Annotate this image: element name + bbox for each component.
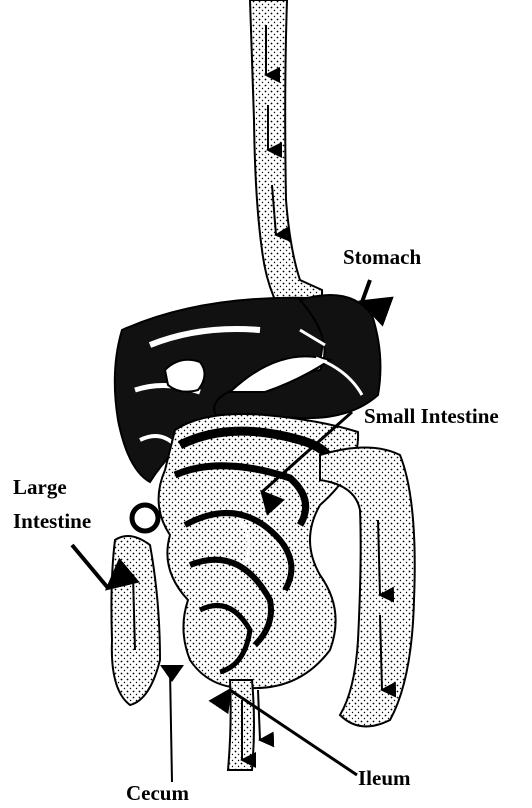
cecum-pointer xyxy=(170,670,172,782)
cecum-pointer-head xyxy=(160,665,184,682)
stomach-pointer xyxy=(362,280,370,302)
label-large-intestine-line2: Intestine xyxy=(13,508,91,534)
label-stomach: Stomach xyxy=(343,244,421,270)
label-cecum: Cecum xyxy=(126,780,189,806)
label-small-intestine: Small Intestine xyxy=(364,403,499,429)
label-large-intestine-line1: Large xyxy=(13,474,67,500)
large-intestine-pointer xyxy=(72,545,108,588)
label-ileum: Ileum xyxy=(358,765,411,791)
esophagus xyxy=(250,0,322,330)
